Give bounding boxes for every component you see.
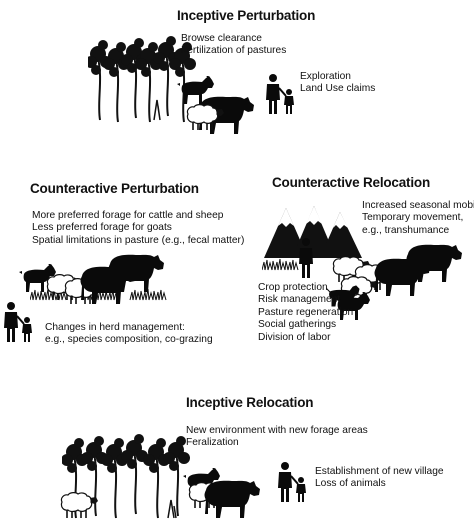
cow-icon [202,480,262,520]
settlement-notes: Establishment of new village Loss of ani… [315,466,444,491]
forage-notes: More preferred forage for cattle and she… [32,210,244,247]
note-risk-management: Risk management [258,294,341,306]
adult-child-icon [276,462,310,504]
adult-icon [297,238,317,280]
mobility-notes: Increased seasonal mobility Temporary mo… [362,200,474,237]
note-species-composition: e.g., species composition, co-grazing [45,334,213,346]
note-transhumance: e.g., transhumance [362,224,450,236]
forest-icon [88,30,198,126]
inceptive-perturbation-title: Inceptive Perturbation [177,8,316,23]
note-land-use: Land Use claims [300,83,376,95]
note-seasonal-mobility: Increased seasonal mobility [362,200,474,211]
note-exploration: Exploration [300,71,351,82]
counteractive-perturbation-title: Counteractive Perturbation [30,181,199,196]
note-spatial-limitations: Spatial limitations in pasture (e.g., fe… [32,234,245,246]
note-crop-protection: Crop protection [258,282,328,293]
cow-icon [404,244,464,284]
note-new-environment: New environment with new forage areas [186,425,368,436]
note-division-of-labor: Division of labor [258,331,331,343]
note-feralization: Feralization [186,437,239,449]
management-notes: Changes in herd management: e.g., specie… [45,322,213,347]
note-fertilization: Fertilization of pastures [181,45,287,57]
note-loss-of-animals: Loss of animals [315,478,386,490]
adult-child-icon [264,74,298,116]
note-social-gatherings: Social gatherings [258,319,337,331]
cow-icon [106,254,166,294]
inceptive-relocation-title: Inceptive Relocation [186,395,314,410]
note-browse-clearance: Browse clearance [181,33,262,44]
note-temporary-movement: Temporary movement, [362,212,464,224]
human-notes: Exploration Land Use claims [300,71,375,96]
note-less-preferred: Less preferred forage for goats [32,222,172,234]
environment-notes: New environment with new forage areas Fe… [186,425,368,450]
note-herd-management: Changes in herd management: [45,322,185,333]
sheep-icon [184,104,226,132]
note-pasture-regeneration: Pasture regeneration [258,306,354,318]
mountains-icon [264,204,364,260]
note-new-village: Establishment of new village [315,466,444,477]
social-notes: Crop protection Risk management Pasture … [258,282,353,344]
note-preferred-forage: More preferred forage for cattle and she… [32,210,224,221]
adult-child-icon [2,302,36,344]
landscape-notes: Browse clearance Fertilization of pastur… [181,33,286,58]
counteractive-relocation-title: Counteractive Relocation [272,175,430,190]
forest-icon [62,424,192,522]
sheep-icon [58,492,100,520]
